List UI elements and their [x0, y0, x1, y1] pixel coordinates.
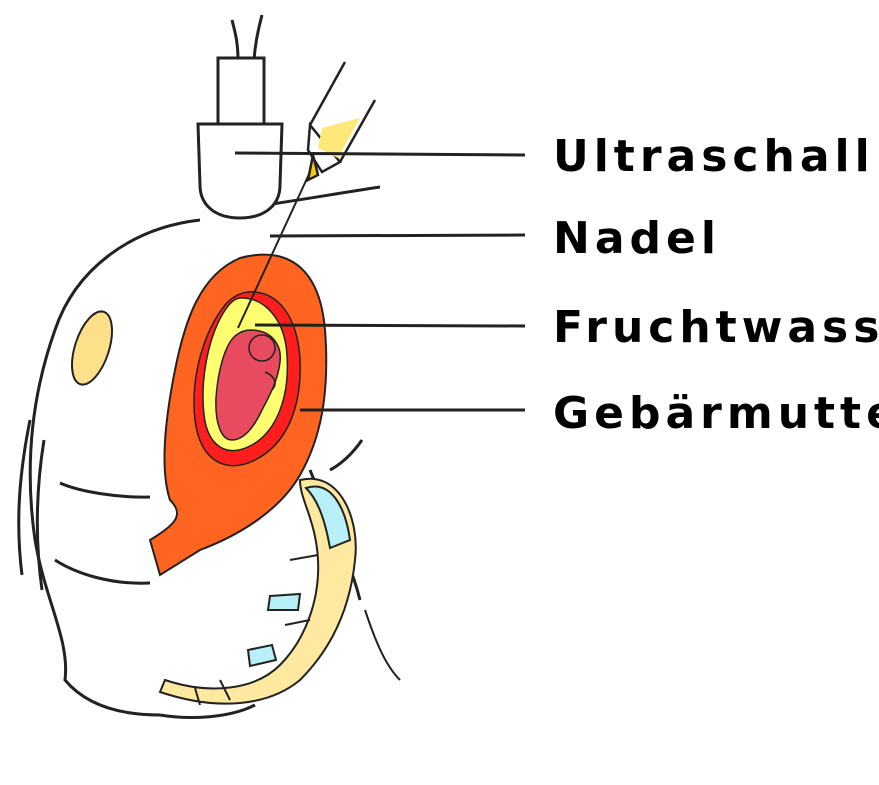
- leader-ultraschall: [235, 153, 525, 155]
- label-fruchtwasser: Fruchtwasser: [553, 302, 879, 353]
- label-gebaermutter: Gebärmutter: [553, 388, 879, 439]
- ovary-shape: [64, 307, 120, 390]
- label-nadel: Nadel: [553, 213, 721, 264]
- leader-fruchtwasser: [255, 325, 525, 326]
- uterus: [150, 255, 326, 575]
- leader-nadel: [270, 235, 525, 236]
- ultrasound-probe-icon: [198, 15, 282, 218]
- label-ultraschall: Ultraschall: [553, 131, 875, 182]
